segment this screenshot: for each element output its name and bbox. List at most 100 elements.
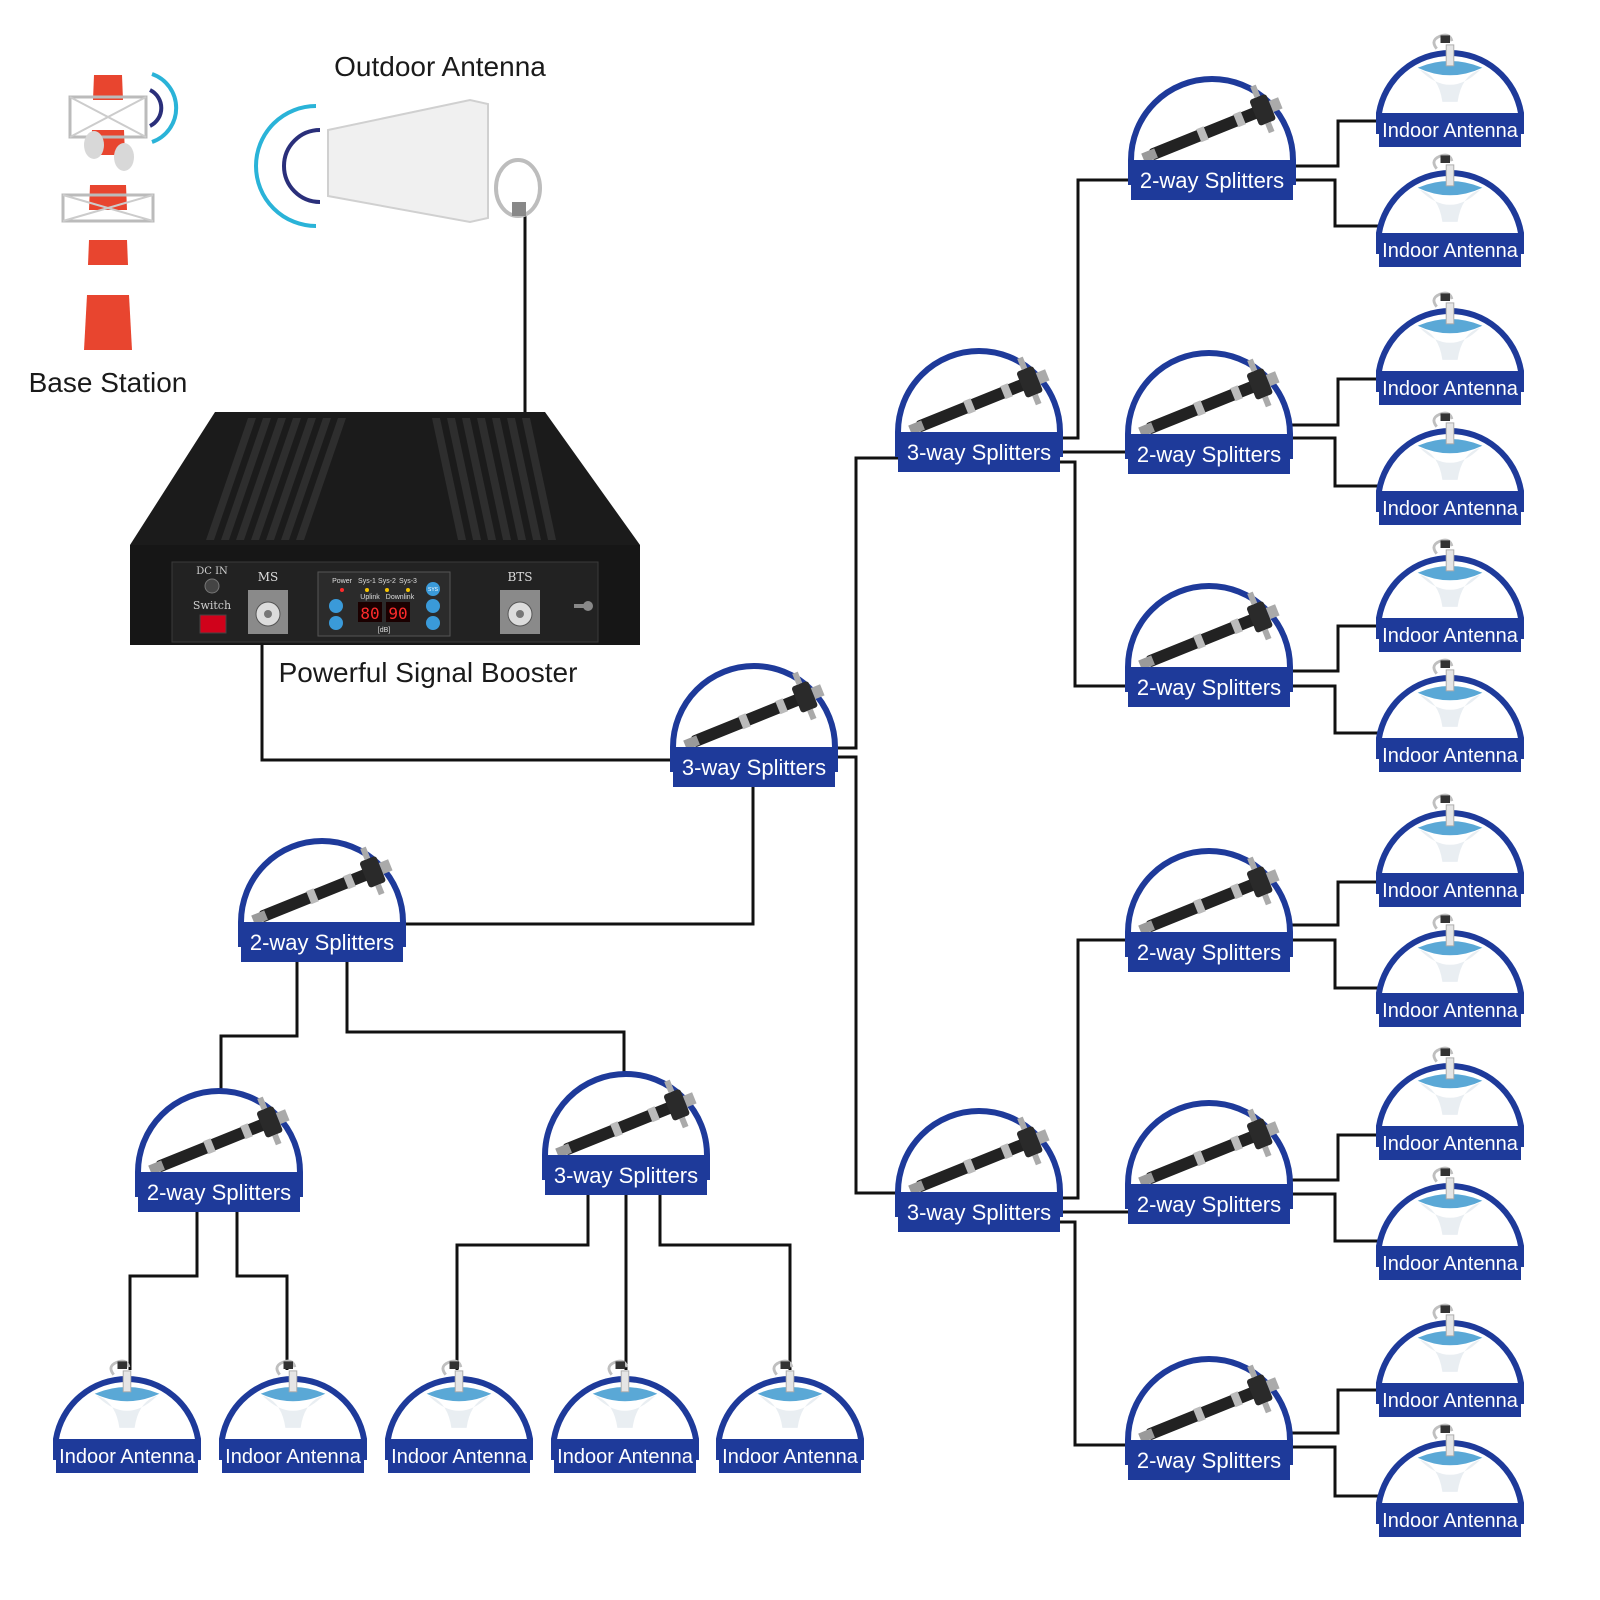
cable bbox=[1290, 938, 1378, 990]
cable bbox=[1290, 684, 1378, 735]
power-switch[interactable] bbox=[199, 614, 227, 634]
indoor-antenna-label: Indoor Antenna bbox=[1382, 880, 1519, 902]
ms-port bbox=[248, 590, 288, 634]
indoor-antenna-label: Indoor Antenna bbox=[1382, 378, 1519, 400]
cable bbox=[1290, 624, 1378, 673]
indoor-antenna-node: Indoor Antenna bbox=[1376, 793, 1524, 907]
downlink-plus-button[interactable] bbox=[426, 599, 440, 613]
splitter-label: 3-way Splitters bbox=[907, 440, 1051, 465]
cable bbox=[1294, 178, 1378, 228]
cable bbox=[1290, 377, 1378, 427]
splitter-node: 2-way Splitters bbox=[1125, 583, 1293, 707]
bts-port-label: BTS bbox=[507, 570, 532, 584]
splitter-node: 2-way Splitters bbox=[1125, 1100, 1293, 1224]
base-station: Base Station bbox=[29, 72, 188, 398]
downlink-minus-button[interactable] bbox=[426, 616, 440, 630]
power-led bbox=[340, 588, 344, 592]
indoor-antenna-label: Indoor Antenna bbox=[391, 1446, 528, 1468]
cable bbox=[658, 1193, 792, 1370]
uplink-value: 80 bbox=[360, 604, 379, 623]
splitter-label: 2-way Splitters bbox=[1137, 442, 1281, 467]
sys1-led bbox=[365, 588, 369, 592]
outdoor-antenna-label: Outdoor Antenna bbox=[334, 51, 546, 82]
cable bbox=[1058, 460, 1128, 688]
cable bbox=[830, 755, 900, 1195]
indoor-antenna-node: Indoor Antenna bbox=[1376, 538, 1524, 652]
splitter-label: 2-way Splitters bbox=[250, 930, 394, 955]
signal-booster-label: Powerful Signal Booster bbox=[279, 657, 578, 688]
outdoor-antenna: Outdoor Antenna bbox=[254, 51, 546, 228]
splitter-label: 2-way Splitters bbox=[1137, 1448, 1281, 1473]
uplink-minus-button[interactable] bbox=[329, 616, 343, 630]
sys-button[interactable] bbox=[426, 582, 440, 596]
cable bbox=[1294, 119, 1378, 168]
cable bbox=[455, 1193, 590, 1370]
splitter-node: 3-way Splitters bbox=[895, 1108, 1063, 1232]
cable bbox=[1290, 880, 1378, 927]
splitter-node: 3-way Splitters bbox=[895, 348, 1063, 472]
cable bbox=[1058, 178, 1130, 440]
sys1-led-label: Sys-1 bbox=[358, 578, 376, 585]
sys2-led-label: Sys-2 bbox=[378, 578, 396, 585]
downlink-value: 90 bbox=[388, 604, 407, 623]
indoor-antenna-node: Indoor Antenna bbox=[1376, 411, 1524, 525]
indoor-antenna-node: Indoor Antenna bbox=[1376, 1303, 1524, 1417]
indoor-antenna-node: Indoor Antenna bbox=[1376, 658, 1524, 772]
signal-wave-icon bbox=[254, 104, 321, 228]
cable bbox=[128, 1212, 199, 1370]
cable bbox=[1290, 436, 1378, 488]
splitter-node: 2-way Splitters bbox=[1125, 350, 1293, 474]
indoor-antenna-label: Indoor Antenna bbox=[59, 1446, 196, 1468]
indoor-antenna-node: Indoor Antenna bbox=[1376, 1166, 1524, 1280]
splitter-label: 3-way Splitters bbox=[907, 1200, 1051, 1225]
splitter-node: 3-way Splitters bbox=[670, 663, 838, 787]
ground-terminal-icon bbox=[574, 601, 593, 611]
splitter-label: 3-way Splitters bbox=[554, 1163, 698, 1188]
indoor-antenna-label: Indoor Antenna bbox=[722, 1446, 859, 1468]
splitter-label: 2-way Splitters bbox=[1137, 940, 1281, 965]
uplink-display bbox=[358, 602, 382, 622]
indoor-antenna-node: Indoor Antenna bbox=[1376, 33, 1524, 147]
splitter-node: 2-way Splitters bbox=[1128, 76, 1296, 200]
indoor-antenna-label: Indoor Antenna bbox=[1382, 1000, 1519, 1022]
cable-connections bbox=[128, 119, 1378, 1498]
cell-tower-icon bbox=[61, 75, 155, 350]
indoor-antenna-label: Indoor Antenna bbox=[1382, 498, 1519, 520]
db-unit-label: [dB] bbox=[378, 627, 391, 634]
cable bbox=[1290, 1192, 1378, 1243]
ms-port-label: MS bbox=[258, 570, 279, 584]
cable bbox=[830, 456, 900, 750]
cable bbox=[1290, 1133, 1378, 1182]
indoor-antenna-label: Indoor Antenna bbox=[225, 1446, 362, 1468]
dc-in-label: DC IN bbox=[196, 566, 228, 577]
cable bbox=[1058, 1220, 1128, 1447]
indoor-antenna-node: Indoor Antenna bbox=[1376, 291, 1524, 405]
downlink-display bbox=[386, 602, 410, 622]
cable bbox=[1290, 1388, 1378, 1435]
indoor-antenna-node: Indoor Antenna bbox=[1376, 913, 1524, 1027]
indoor-antenna-node: Indoor Antenna bbox=[1376, 1046, 1524, 1160]
indoor-antenna-label: Indoor Antenna bbox=[1382, 745, 1519, 767]
sys-button-label: SYS bbox=[428, 587, 439, 593]
indoor-antenna-label: Indoor Antenna bbox=[1382, 1390, 1519, 1412]
signal-wave-icon bbox=[149, 72, 179, 144]
cable bbox=[1290, 1445, 1378, 1498]
indoor-antenna-label: Indoor Antenna bbox=[1382, 625, 1519, 647]
sys2-led bbox=[385, 588, 389, 592]
splitter-label: 2-way Splitters bbox=[1137, 1192, 1281, 1217]
splitter-node: 3-way Splitters bbox=[542, 1071, 710, 1195]
indoor-antenna-node: Indoor Antenna bbox=[1376, 153, 1524, 267]
cable bbox=[345, 962, 626, 1075]
indoor-antenna-node: Indoor Antenna bbox=[716, 1359, 864, 1473]
base-station-label: Base Station bbox=[29, 367, 188, 398]
uplink-label: Uplink bbox=[360, 594, 380, 601]
splitter-node: 2-way Splitters bbox=[1125, 848, 1293, 972]
indoor-antenna-label: Indoor Antenna bbox=[1382, 240, 1519, 262]
indoor-antenna-node: Indoor Antenna bbox=[53, 1359, 201, 1473]
dc-in-port bbox=[204, 578, 220, 594]
uplink-plus-button[interactable] bbox=[329, 599, 343, 613]
splitter-label: 2-way Splitters bbox=[147, 1180, 291, 1205]
splitter-label: 3-way Splitters bbox=[682, 755, 826, 780]
cable bbox=[260, 625, 676, 762]
